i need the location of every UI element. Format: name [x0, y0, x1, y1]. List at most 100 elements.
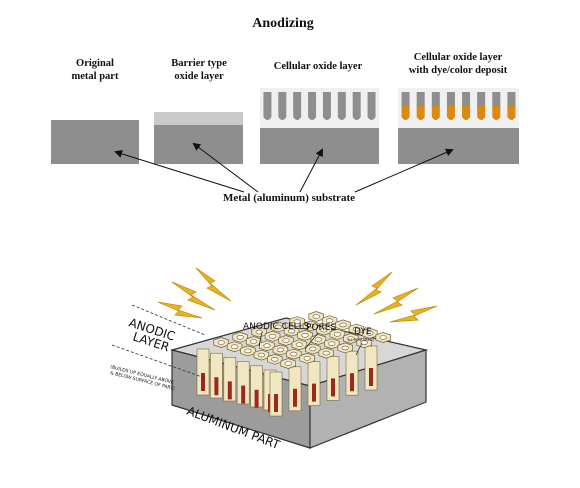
pore	[293, 319, 301, 325]
pore	[352, 326, 361, 332]
stage-4-dye-deposit	[477, 106, 486, 120]
pore	[379, 335, 387, 340]
anodic-cell-column	[210, 352, 223, 399]
pore	[360, 340, 368, 346]
pore	[250, 339, 258, 344]
pore	[339, 322, 347, 328]
substrate-label: Metal (aluminum) substrate	[223, 192, 355, 204]
stage-4-pore	[492, 92, 501, 108]
stage-1-label-line2: metal part	[72, 71, 119, 82]
arrow-to-stage-4	[354, 148, 454, 193]
stage-labels: Original metal part Barrier type oxide l…	[72, 52, 508, 82]
pore	[307, 323, 315, 329]
pore	[333, 331, 342, 337]
anodic-cell-columns	[196, 345, 378, 417]
pore-dye-deposit	[227, 381, 232, 400]
anodic-cell-column	[196, 348, 210, 396]
pore	[288, 328, 296, 334]
stage-3-pore	[308, 92, 317, 120]
stage-2-label-line2: oxide layer	[174, 71, 224, 82]
pore-dye-deposit	[241, 385, 246, 404]
stage-4-label-line2: with dye/color deposit	[409, 65, 508, 76]
arrow-to-stage-2	[192, 142, 259, 193]
pore	[257, 352, 266, 358]
stage-4-pore	[416, 92, 425, 108]
stage-2-block	[154, 112, 243, 164]
pore	[328, 341, 336, 347]
pore	[276, 347, 285, 353]
pore-dye-deposit	[201, 373, 205, 391]
pore	[255, 329, 263, 335]
arrow-to-stage-3	[299, 148, 323, 193]
stage-4-pore	[477, 92, 486, 108]
pore	[322, 350, 330, 356]
pore	[231, 344, 239, 350]
stage-4-label-line1: Cellular oxide layer	[414, 52, 503, 63]
pore	[295, 342, 304, 348]
pore-dye-deposit	[312, 383, 316, 402]
pore-dye-deposit	[369, 368, 373, 386]
pore-dye-deposit	[254, 389, 259, 408]
anodic-cell-column	[236, 361, 250, 405]
diagram-title: Anodizing	[252, 16, 313, 31]
anodic-cell-column	[223, 357, 237, 402]
pore	[341, 345, 349, 351]
stage-4-dye-deposit	[492, 106, 501, 120]
aluminum-part-illustration: ANODIC LAYER (BUILDS UP EQUALLY ABOVE & …	[110, 267, 438, 452]
stage-4-dye-deposit	[507, 106, 516, 120]
stage-4-pore	[462, 92, 471, 108]
stage-3-pore	[263, 92, 272, 120]
pore	[314, 337, 323, 342]
stage-4-dye-deposit	[462, 106, 471, 120]
dye-label: DYE	[354, 327, 372, 337]
stage-3-pore	[278, 92, 287, 120]
pore	[366, 330, 374, 336]
stage-1-metal-block	[51, 120, 139, 164]
block-right-face	[309, 349, 427, 449]
pore	[271, 356, 279, 362]
stage-3-pore	[352, 92, 361, 120]
dye-note: (IF REQUIRED)	[348, 338, 374, 342]
stage-3-pore	[337, 92, 346, 120]
stage-4-dye-deposit	[431, 106, 440, 120]
pore	[312, 314, 320, 319]
pore	[347, 336, 355, 341]
stage-4-dye-deposit	[416, 106, 425, 120]
callout-lines	[258, 331, 363, 356]
anodic-layer-guides	[111, 304, 206, 379]
stage-3-pore	[293, 92, 302, 120]
pore	[217, 340, 225, 345]
pore	[282, 338, 290, 343]
anodic-cells-label: ANODIC CELLS	[243, 322, 310, 332]
pore	[320, 327, 328, 333]
pore-dye-deposit	[331, 378, 335, 397]
stage-3-pore	[367, 92, 376, 120]
pore	[284, 361, 292, 366]
stage-4-pore	[431, 92, 440, 108]
pore	[269, 333, 277, 339]
pores-label: PORES	[306, 323, 336, 333]
stage-4-pore	[446, 92, 455, 108]
pore	[263, 343, 271, 349]
pore-dye-deposit	[274, 394, 278, 412]
stage-4-pore	[507, 92, 516, 108]
pore	[303, 355, 311, 361]
pore	[290, 351, 298, 357]
pore-dye-deposit	[214, 377, 219, 396]
stage-4-block	[398, 88, 519, 164]
substrate-arrows	[114, 142, 454, 193]
anodic-cells-grid	[213, 311, 391, 369]
spark-icons	[157, 267, 438, 323]
stage-4-dye-deposit	[401, 106, 410, 120]
stage-3-label-line1: Cellular oxide layer	[274, 61, 363, 72]
pore-dye-deposit	[293, 388, 297, 407]
pore	[244, 348, 252, 354]
pore	[309, 346, 317, 352]
pore-dye-deposit	[350, 373, 354, 392]
stage-4-dye-deposit	[446, 106, 455, 120]
arrow-to-stage-1	[114, 149, 245, 193]
stage-3-block	[260, 88, 379, 164]
stage-4-pore	[401, 92, 410, 108]
stage-1-label-line1: Original	[76, 58, 114, 69]
